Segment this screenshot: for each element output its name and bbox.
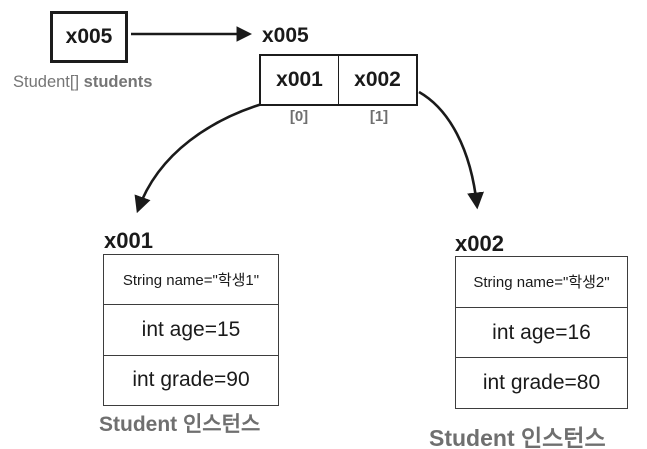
arrow-index1-to-x002 bbox=[418, 90, 484, 210]
stack-ref-type: Student[] bbox=[13, 73, 80, 91]
instance-box-x001: String name="학생1" int age=15 int grade=9… bbox=[103, 254, 279, 406]
instance-caption-x001: Student 인스턴스 bbox=[99, 413, 261, 436]
stack-ref-box: x005 bbox=[50, 11, 128, 63]
heap-array-box: x001 x002 bbox=[259, 54, 418, 106]
arrow-index0-to-x001 bbox=[134, 102, 263, 214]
array-cell-1: x002 bbox=[338, 56, 416, 104]
field-age: int age=15 bbox=[104, 304, 278, 354]
instance-caption-x002: Student 인스턴스 bbox=[429, 425, 606, 449]
array-index-row: [0] [1] bbox=[259, 108, 419, 125]
array-index-0: [0] bbox=[289, 108, 309, 125]
instance-address-x002: x002 bbox=[455, 231, 504, 256]
instance-box-x002: String name="학생2" int age=16 int grade=8… bbox=[455, 256, 628, 409]
field-grade: int grade=80 bbox=[456, 357, 627, 408]
array-cell-0: x001 bbox=[276, 68, 323, 91]
field-name: String name="학생1" bbox=[122, 272, 260, 290]
stack-ref-name: students bbox=[83, 73, 153, 91]
field-grade: int grade=90 bbox=[104, 354, 278, 405]
array-index-1: [1] bbox=[369, 108, 389, 125]
field-age: int age=16 bbox=[456, 306, 627, 358]
stack-ref-label: Student[] students bbox=[13, 73, 152, 92]
instance-address-x001: x001 bbox=[104, 228, 153, 253]
field-name: String name="학생2" bbox=[473, 274, 610, 292]
heap-array-address: x005 bbox=[262, 24, 309, 47]
stack-ref-value: x005 bbox=[65, 25, 113, 48]
